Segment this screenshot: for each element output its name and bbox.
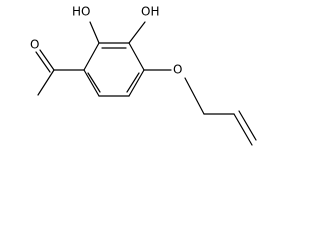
carbonyl-double-bond <box>35 51 51 73</box>
aromatic-inner-bond <box>87 72 101 93</box>
hydroxyl-label-left: HO <box>72 5 90 19</box>
allyl-bond <box>233 113 253 146</box>
aromatic-inner-bond <box>126 72 140 93</box>
ring-bond <box>83 69 100 97</box>
hydroxyl-label-right: OH <box>141 5 159 19</box>
carbonyl-double-bond <box>39 49 55 71</box>
allyl-double-bond <box>238 110 257 141</box>
ether-oxygen-label: O <box>173 63 182 77</box>
hydroxyl-bond-left <box>89 21 100 44</box>
ketone-oxygen-label: O <box>30 38 39 52</box>
ring-bond <box>128 42 145 71</box>
hydroxyl-bond-right <box>128 21 146 44</box>
allyl-bond <box>184 77 205 115</box>
chemical-structure: HO OH O O <box>30 5 257 146</box>
ring-bond <box>128 69 145 97</box>
methyl-bond <box>37 69 55 96</box>
ring-bond <box>83 42 100 71</box>
